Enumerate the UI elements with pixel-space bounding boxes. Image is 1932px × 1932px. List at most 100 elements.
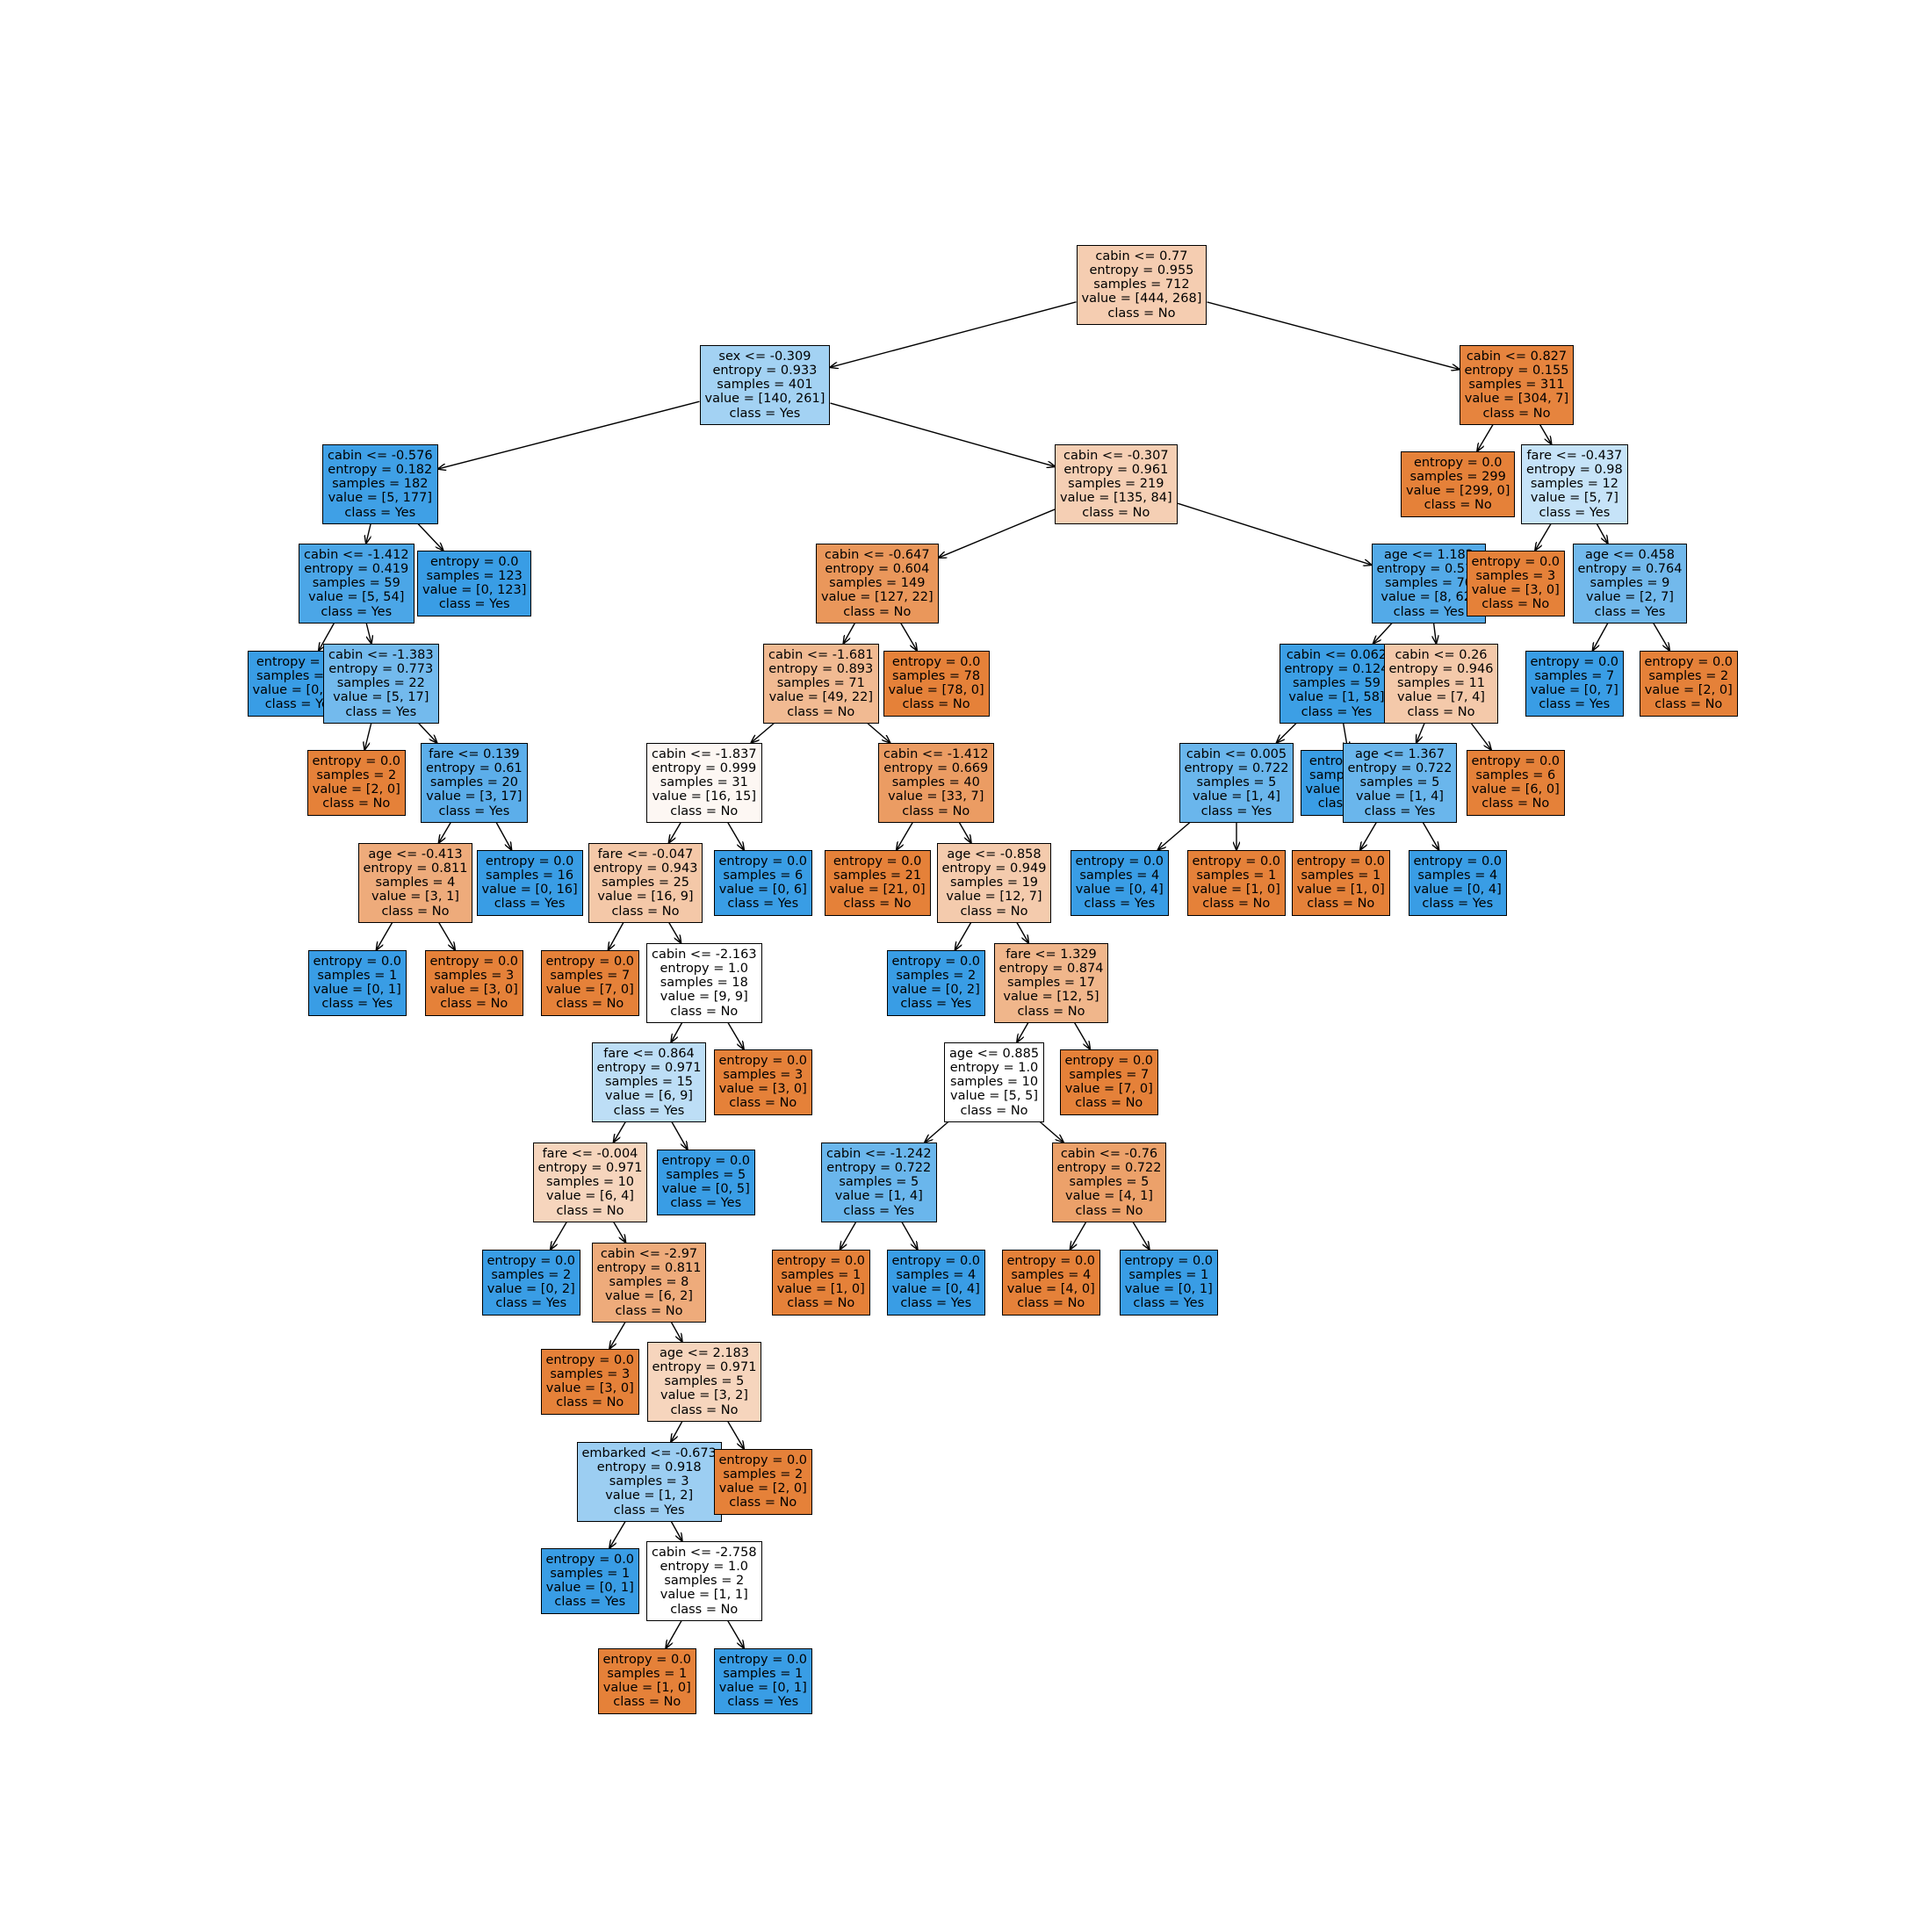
node-class-label: class = No: [787, 704, 855, 719]
node-value-label: value = [3, 0]: [545, 1381, 634, 1396]
node-samples-label: samples = 5: [839, 1175, 919, 1190]
node-split-label: fare <= 0.139: [429, 746, 520, 761]
tree-edge-arrow: [1177, 502, 1372, 565]
node-class-label: class = Yes: [843, 1203, 915, 1218]
node-split-label: cabin <= -1.383: [328, 647, 434, 662]
node-class-label: class = No: [440, 997, 508, 1012]
node-class-label: class = Yes: [321, 604, 393, 619]
node-value-label: value = [1, 4]: [1356, 789, 1444, 804]
node-entropy-label: entropy = 0.971: [596, 1060, 702, 1075]
node-entropy-label: entropy = 0.0: [1471, 554, 1561, 569]
tree-edge-arrow: [958, 822, 970, 843]
tree-edge-arrow: [831, 301, 1077, 367]
node-split-label: cabin <= -1.837: [652, 746, 757, 761]
node-entropy-label: entropy = 0.0: [545, 1352, 635, 1367]
node-value-label: value = [78, 0]: [888, 683, 984, 698]
node-value-label: value = [444, 268]: [1081, 292, 1202, 306]
node-entropy-label: entropy = 0.893: [768, 661, 874, 676]
tree-edge-arrow: [727, 822, 744, 850]
node-split-label: cabin <= -0.307: [1063, 448, 1169, 463]
node-class-label: class = Yes: [554, 1595, 626, 1610]
tree-edge-arrow: [671, 1022, 683, 1042]
tree-edge-arrow: [925, 1121, 949, 1143]
tree-edge-arrow: [727, 1022, 744, 1049]
tree-edge-arrow: [365, 623, 371, 644]
node-entropy-label: entropy = 0.513: [1376, 561, 1481, 576]
node-class-label: class = No: [670, 1004, 739, 1019]
node-value-label: value = [304, 7]: [1464, 392, 1569, 407]
tree-edge-arrow: [666, 1620, 682, 1648]
tree-edge-arrow: [670, 1322, 681, 1342]
node-samples-label: samples = 4: [375, 876, 456, 890]
node-samples-label: samples = 18: [660, 976, 748, 991]
node-value-label: value = [1, 0]: [1192, 883, 1280, 898]
node-class-label: class = Yes: [495, 1296, 567, 1311]
node-entropy-label: entropy = 0.722: [1184, 761, 1289, 775]
node-class-label: class = Yes: [1393, 604, 1465, 619]
tree-edge-arrow: [671, 1121, 688, 1150]
node-samples-label: samples = 1: [1128, 1267, 1209, 1282]
node-entropy-label: entropy = 0.0: [429, 554, 519, 569]
tree-edge-arrow: [1073, 1022, 1091, 1049]
node-entropy-label: entropy = 0.971: [537, 1160, 643, 1175]
node-split-label: fare <= -0.437: [1526, 448, 1623, 463]
node-value-label: value = [16, 15]: [652, 789, 756, 804]
node-entropy-label: entropy = 0.0: [602, 1652, 692, 1667]
node-value-label: value = [1, 0]: [602, 1681, 691, 1696]
node-samples-label: samples = 5: [1069, 1175, 1150, 1190]
tree-edge-arrow: [1535, 523, 1552, 551]
node-samples-label: samples = 7: [1534, 668, 1615, 683]
node-samples-label: samples = 4: [1079, 868, 1160, 883]
node-value-label: value = [0, 4]: [1075, 883, 1164, 898]
node-split-label: cabin <= -1.681: [768, 647, 874, 662]
node-value-label: value = [0, 5]: [661, 1182, 750, 1197]
tree-edge-arrow: [613, 1222, 626, 1243]
tree-edge-arrow: [844, 623, 856, 644]
node-value-label: value = [299, 0]: [1406, 484, 1510, 499]
tree-edge-arrow: [1277, 723, 1297, 743]
tree-edge-arrow: [668, 922, 681, 943]
node-samples-label: samples = 1: [317, 968, 398, 983]
node-value-label: value = [1, 4]: [1193, 789, 1280, 804]
node-class-label: class = No: [670, 804, 739, 818]
node-samples-label: samples = 21: [833, 868, 922, 883]
node-class-label: class = No: [1017, 1004, 1085, 1019]
node-class-label: class = No: [729, 1496, 797, 1510]
node-class-label: class = No: [1202, 897, 1271, 912]
node-class-label: class = No: [787, 1296, 855, 1311]
node-value-label: value = [0, 1]: [545, 1581, 634, 1596]
node-value-label: value = [9, 9]: [660, 990, 748, 1005]
node-value-label: value = [5, 17]: [333, 690, 429, 705]
node-entropy-label: entropy = 0.999: [652, 761, 757, 775]
node-entropy-label: entropy = 0.0: [891, 1253, 981, 1268]
node-entropy-label: entropy = 0.124: [1284, 661, 1389, 676]
node-entropy-label: entropy = 0.0: [545, 954, 635, 969]
tree-edge-arrow: [1373, 623, 1393, 644]
tree-edge-arrow: [1653, 623, 1669, 651]
node-samples-label: samples = 1: [1301, 868, 1381, 883]
node-class-label: class = No: [1424, 498, 1492, 513]
node-samples-label: samples = 2: [491, 1267, 572, 1282]
node-samples-label: samples = 37: [256, 668, 345, 683]
node-samples-label: samples = 25: [601, 876, 690, 890]
node-samples-label: samples = 20: [429, 775, 518, 790]
node-samples-label: samples = 4: [1417, 868, 1498, 883]
